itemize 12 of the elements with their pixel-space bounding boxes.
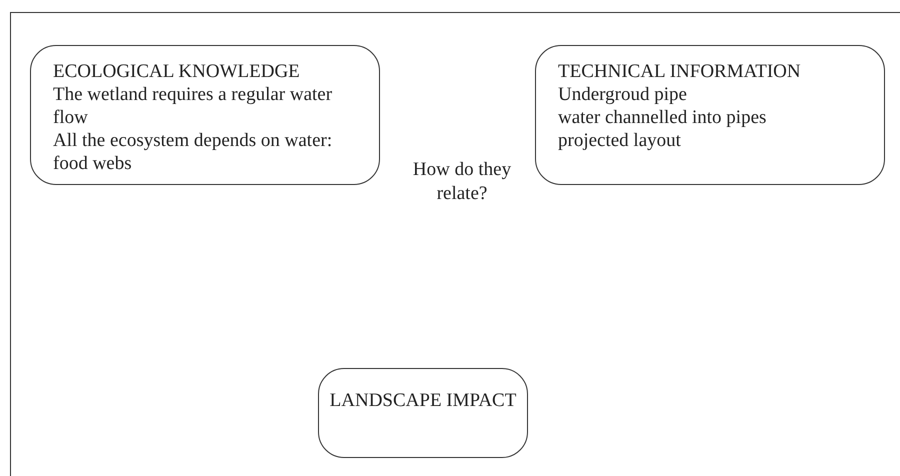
rounded-box bbox=[30, 45, 380, 185]
box-text: water channelled into pipes bbox=[558, 106, 768, 129]
question-text: How do they relate? bbox=[412, 158, 512, 206]
box-heading: ECOLOGICAL KNOWLEDGE bbox=[53, 60, 301, 83]
box-text: Undergroud pipe bbox=[558, 83, 688, 106]
box-heading: LANDSCAPE IMPACT bbox=[328, 389, 518, 412]
box-heading: TECHNICAL INFORMATION bbox=[558, 60, 802, 83]
box-text: All the ecosystem depends on water: food webs bbox=[53, 129, 334, 175]
rounded-box bbox=[535, 45, 885, 185]
rounded-box bbox=[318, 368, 528, 458]
box-text: The wetland requires a regular water flow bbox=[53, 83, 334, 129]
box-text: projected layout bbox=[558, 129, 682, 152]
